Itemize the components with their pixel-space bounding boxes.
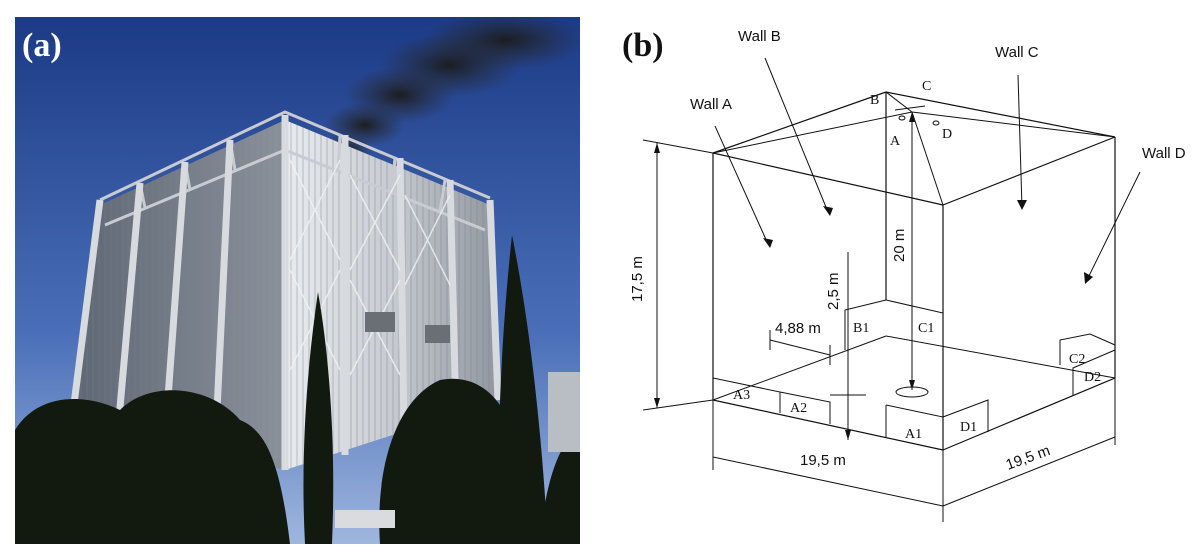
dim-label-total-height: 20 m <box>891 229 908 262</box>
opening-label-c1: C1 <box>918 321 934 336</box>
dim-sensor-height <box>830 252 866 440</box>
dim-label-offset: 4,88 m <box>775 320 821 337</box>
wall-arrow-a <box>714 125 769 245</box>
corner-label-d: D <box>942 127 952 142</box>
trees <box>15 235 580 544</box>
wall-label-a: Wall A <box>690 96 732 113</box>
dim-label-wall-height: 17,5 m <box>629 256 646 302</box>
enclosure-outline <box>712 91 1116 451</box>
adjacent-building <box>548 372 580 452</box>
dim-offset <box>769 330 831 365</box>
opening-label-d2: D2 <box>1084 370 1101 385</box>
wall-label-b: Wall B <box>738 28 781 45</box>
photo-panel-label: (a) <box>22 27 62 64</box>
opening-label-a1: A1 <box>905 427 922 442</box>
corner-label-c: C <box>922 79 931 94</box>
ground-object <box>335 510 395 528</box>
openings <box>712 299 1116 450</box>
diagram-panel: (b) B C A D <box>622 27 1186 522</box>
diagram-panel-label: (b) <box>622 27 664 64</box>
dim-label-side-width: 19,5 m <box>1004 442 1053 474</box>
vent-opening <box>365 312 395 332</box>
opening-label-b1: B1 <box>853 321 869 336</box>
opening-label-d1: D1 <box>960 420 977 435</box>
dim-total-height <box>895 112 929 398</box>
dim-wall-height <box>642 139 714 411</box>
opening-label-a2: A2 <box>790 401 807 416</box>
dim-front-width <box>712 400 944 522</box>
dim-label-front-width: 19,5 m <box>800 452 846 469</box>
apex-lines <box>712 91 1116 206</box>
opening-label-c2: C2 <box>1069 352 1085 367</box>
wall-arrow-c <box>1017 74 1023 209</box>
dim-side-width <box>942 378 1116 507</box>
opening-label-a3: A3 <box>733 388 750 403</box>
vent-opening <box>425 325 450 343</box>
wall-label-d: Wall D <box>1142 145 1186 162</box>
dim-label-sensor-height: 2,5 m <box>825 272 842 310</box>
wall-label-c: Wall C <box>995 44 1039 61</box>
wall-arrow-d <box>1085 171 1141 283</box>
corner-label-b: B <box>870 93 879 108</box>
wall-arrow-b <box>764 57 829 213</box>
corner-label-a: A <box>890 134 901 149</box>
photo-panel <box>15 17 580 544</box>
